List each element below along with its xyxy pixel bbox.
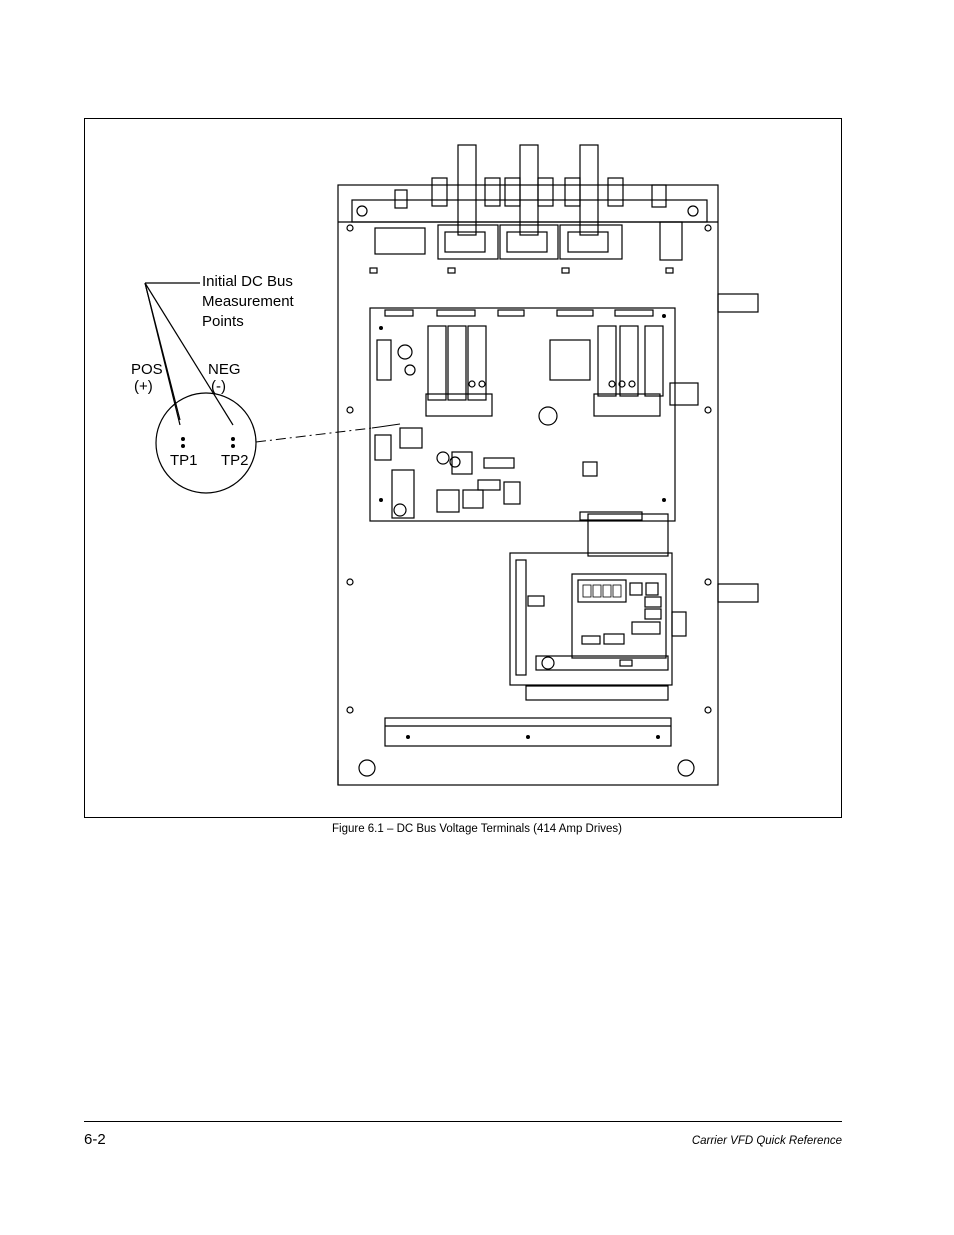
callout-title: Initial DC Bus Measurement Points bbox=[202, 272, 294, 332]
control-board bbox=[369, 307, 676, 522]
callout-title-line1: Initial DC Bus bbox=[202, 273, 293, 290]
tp1-dot-upper bbox=[181, 437, 185, 441]
document-title: Carrier VFD Quick Reference bbox=[691, 1135, 842, 1147]
tp1-dot-lower bbox=[181, 444, 185, 448]
page-number: 6-2 bbox=[84, 1131, 106, 1148]
callout-title-line2: Measurement bbox=[202, 293, 294, 310]
neg-sign: (-) bbox=[211, 378, 226, 395]
bus-terminal-1 bbox=[457, 144, 477, 236]
tp2-dot-upper bbox=[231, 437, 235, 441]
figure-caption: Figure 6.1 – DC Bus Voltage Terminals (4… bbox=[332, 823, 622, 835]
tp1-label: TP1 bbox=[170, 452, 198, 469]
footer-divider bbox=[84, 1121, 842, 1122]
test-point-zoom-circle bbox=[155, 392, 257, 494]
figure-frame bbox=[84, 118, 842, 818]
neg-label: NEG bbox=[208, 361, 241, 378]
chassis-outline bbox=[337, 184, 719, 786]
callout-title-line3: Points bbox=[202, 313, 244, 330]
ribbon-cable bbox=[587, 513, 669, 557]
pos-sign: (+) bbox=[134, 378, 153, 395]
tp2-label: TP2 bbox=[221, 452, 249, 469]
pos-label: POS bbox=[131, 361, 163, 378]
tp2-dot-lower bbox=[231, 444, 235, 448]
